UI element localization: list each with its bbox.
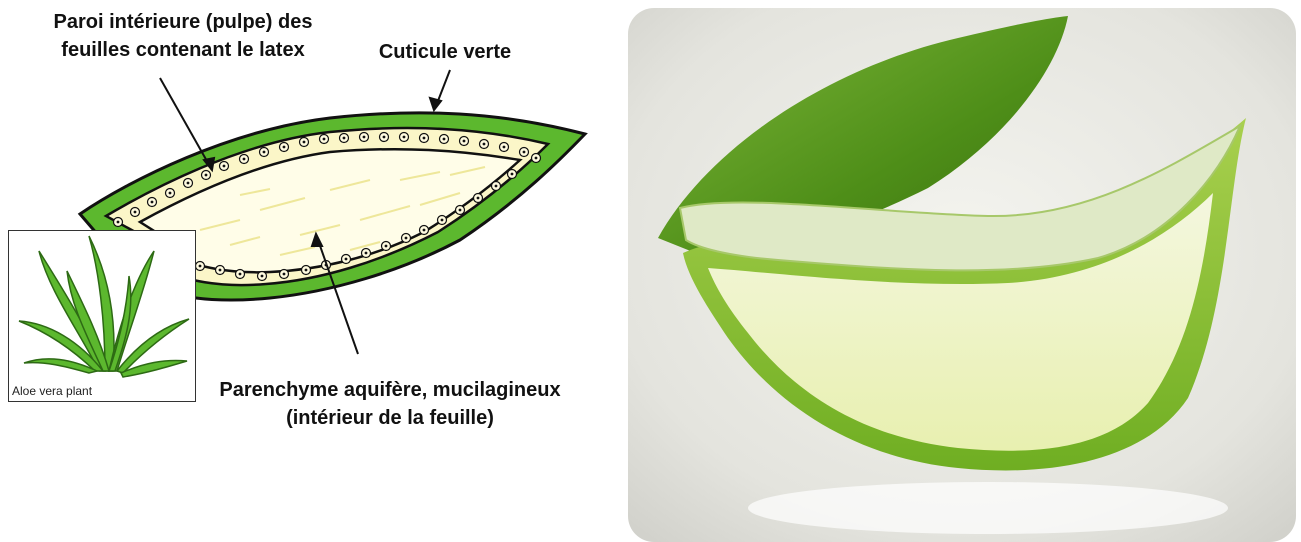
pulp-cell-nucleus <box>345 258 348 261</box>
parenchyma-label: Parenchyme aquifère, mucilagineux (intér… <box>200 376 580 432</box>
pulp-cell-nucleus <box>223 165 226 168</box>
pulp-cell-nucleus <box>523 151 526 154</box>
pulp-cell-nucleus <box>463 140 466 143</box>
pulp-cell-nucleus <box>365 252 368 255</box>
pulp-cell-nucleus <box>483 143 486 146</box>
pulp-cell-nucleus <box>283 146 286 149</box>
pulp-cell-nucleus <box>263 151 266 154</box>
pulp-cell-nucleus <box>385 245 388 248</box>
pulp-cell-nucleus <box>423 229 426 232</box>
pulp-cell-nucleus <box>495 185 498 188</box>
pulp-label: Paroi intérieure (pulpe) des feuilles co… <box>28 8 338 64</box>
pulp-cell-nucleus <box>261 275 264 278</box>
pulp-cell-nucleus <box>423 137 426 140</box>
pulp-cell-nucleus <box>187 182 190 185</box>
pulp-cell-nucleus <box>134 211 137 214</box>
pulp-cell-nucleus <box>305 269 308 272</box>
pulp-cell-nucleus <box>403 136 406 139</box>
pulp-cell-nucleus <box>459 209 462 212</box>
pulp-cell-nucleus <box>219 269 222 272</box>
plant-caption: Aloe vera plant <box>12 384 92 398</box>
pulp-cell-nucleus <box>441 219 444 222</box>
pulp-cell-nucleus <box>443 138 446 141</box>
pulp-cell-nucleus <box>169 192 172 195</box>
pulp-cell-nucleus <box>383 136 386 139</box>
pulp-cell-nucleus <box>363 136 366 139</box>
pulp-cell-nucleus <box>405 237 408 240</box>
pulp-cell-nucleus <box>117 221 120 224</box>
pulp-cell-nucleus <box>323 138 326 141</box>
pulp-cell-nucleus <box>343 137 346 140</box>
aloe-leaf-photo <box>628 8 1296 542</box>
pulp-cell-nucleus <box>303 141 306 144</box>
pulp-cell-nucleus <box>283 273 286 276</box>
pulp-cell-nucleus <box>239 273 242 276</box>
pulp-cell-nucleus <box>511 173 514 176</box>
pulp-cell-nucleus <box>535 157 538 160</box>
pulp-cell-nucleus <box>243 158 246 161</box>
aloe-plant-icon <box>9 231 195 381</box>
pulp-cell-nucleus <box>199 265 202 268</box>
cuticle-label: Cuticule verte <box>370 38 520 66</box>
pulp-cell-nucleus <box>503 146 506 149</box>
pulp-cell-nucleus <box>477 197 480 200</box>
plant-inset: Aloe vera plant <box>8 230 196 402</box>
pulp-cell-nucleus <box>151 201 154 204</box>
pulp-cell-nucleus <box>205 174 208 177</box>
